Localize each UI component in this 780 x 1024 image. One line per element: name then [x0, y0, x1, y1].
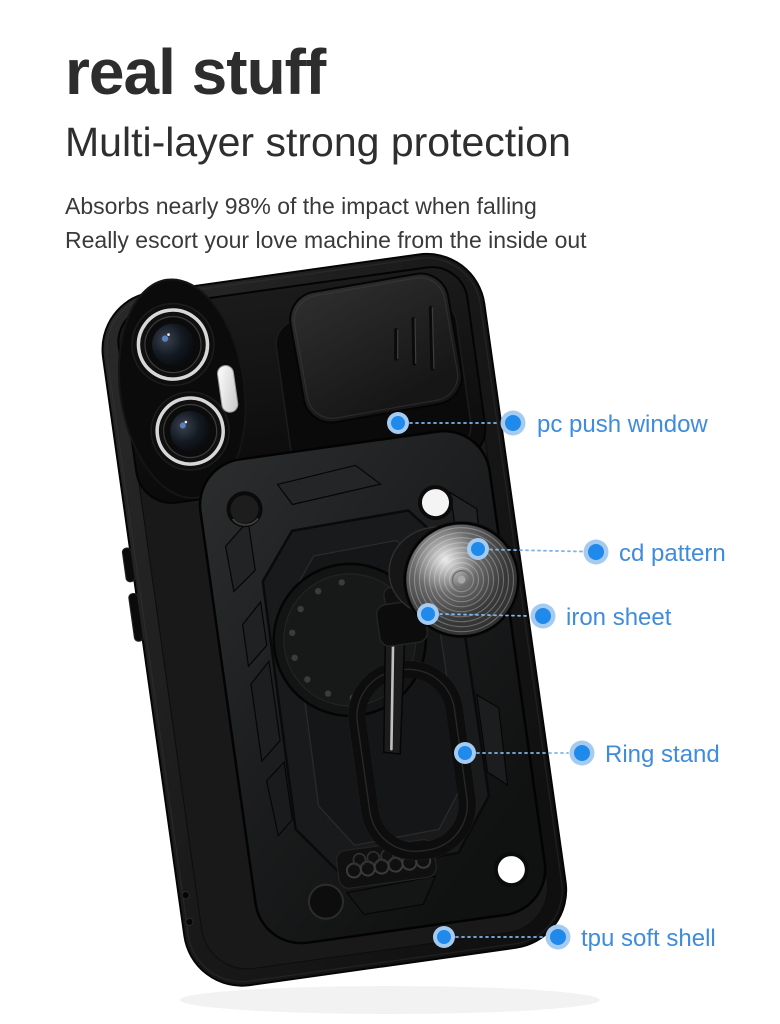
label-dot — [505, 415, 521, 431]
side-port-holes — [181, 891, 194, 927]
page-subtitle: Multi-layer strong protection — [65, 119, 571, 165]
label-dot — [574, 745, 590, 761]
callouts: pc push window cd pattern iron sheet — [387, 410, 726, 952]
slide-cover — [289, 272, 463, 424]
label-dot — [535, 608, 551, 624]
callout-cd-pattern: cd pattern — [467, 538, 726, 567]
corner-hole-top-left — [226, 491, 263, 528]
case-edge-highlight — [105, 257, 563, 983]
part-dot — [421, 607, 435, 621]
callout-label: cd pattern — [619, 540, 726, 567]
corner-hole-top-right — [418, 485, 454, 521]
corner-hole-bottom-right — [493, 852, 529, 888]
label-dot — [588, 544, 604, 560]
page-title: real stuff — [65, 36, 326, 108]
callout-label: pc push window — [537, 411, 708, 438]
callout-iron-sheet: iron sheet — [417, 603, 672, 631]
lens-glint — [161, 335, 169, 342]
cover-grip-grooves — [394, 305, 435, 371]
part-dot — [458, 746, 472, 760]
callout-label: iron sheet — [566, 604, 672, 631]
flash — [217, 365, 239, 413]
callout-ring-stand: Ring stand — [454, 740, 720, 768]
side-buttons — [121, 547, 144, 642]
part-dot — [471, 542, 485, 556]
part-dot — [437, 930, 451, 944]
camera-lens-bottom — [150, 391, 230, 471]
callout-label: Ring stand — [605, 741, 720, 768]
ground-shadow — [180, 986, 600, 1014]
description: Absorbs nearly 98% of the impact when fa… — [65, 189, 587, 257]
lens-glint — [179, 422, 186, 429]
label-dot — [550, 929, 566, 945]
callout-tpu-soft-shell: tpu soft shell — [433, 924, 716, 952]
description-line-2: Really escort your love machine from the… — [65, 227, 587, 253]
description-line-1: Absorbs nearly 98% of the impact when fa… — [65, 193, 537, 219]
phone-case — [101, 252, 568, 987]
callout-label: tpu soft shell — [581, 925, 716, 952]
corner-pad-bottom-left — [307, 883, 344, 920]
callout-line — [439, 613, 530, 617]
part-dot — [391, 416, 405, 430]
camera-lens-top — [131, 302, 215, 387]
armor-facets — [224, 464, 509, 916]
callout-pc-push-window: pc push window — [387, 410, 708, 438]
